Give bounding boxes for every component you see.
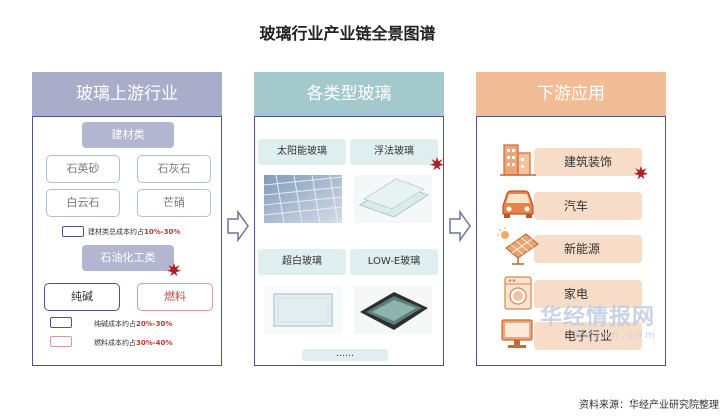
legend-swatch-soda <box>50 317 72 328</box>
glass-ultra-clear: 超白玻璃 <box>258 249 346 275</box>
fuel-cost-text: 燃料成本约占 <box>94 339 136 347</box>
glass-types-header: 各类型玻璃 <box>254 72 444 116</box>
glass-types-panel <box>254 116 444 366</box>
building-icon <box>500 144 536 176</box>
car-icon <box>502 190 534 218</box>
source-note: 资料来源：华经产业研究院整理 <box>579 400 719 411</box>
material-quartz-sand: 石英砂 <box>46 155 120 183</box>
glass-more: …… <box>302 349 388 361</box>
solar-glass-image <box>264 175 342 223</box>
building-cost-text: 建材类总成本约占 <box>88 228 144 236</box>
glass-solar: 太阳能玻璃 <box>258 139 346 165</box>
watermark-logo: 华经情报网 <box>540 305 656 330</box>
low-e-glass-image <box>354 286 432 334</box>
watermark-url: huaon.com <box>575 330 658 341</box>
soda-cost-note: 纯碱成本约占20%-30% <box>94 319 172 329</box>
material-limestone: 石灰石 <box>137 155 211 183</box>
application-building-decoration: 建筑装饰 <box>534 148 642 176</box>
starburst-icon <box>167 263 181 277</box>
computer-icon <box>501 319 533 348</box>
application-electronics: 电子行业 <box>534 322 642 350</box>
upstream-header: 玻璃上游行业 <box>32 72 222 116</box>
upstream-panel <box>32 116 222 366</box>
downstream-header: 下游应用 <box>476 72 666 116</box>
building-cost-pct: 10%-30% <box>144 228 181 236</box>
material-dolomite: 白云石 <box>46 189 120 217</box>
legend-swatch-fuel <box>50 336 72 347</box>
arrow-right-icon <box>227 210 249 242</box>
arrow-right-icon <box>449 210 471 242</box>
soda-cost-pct: 20%-30% <box>136 320 173 328</box>
solar-panel-icon <box>497 227 539 265</box>
application-automobile: 汽车 <box>534 192 642 220</box>
downstream-panel <box>476 116 666 366</box>
material-soda-ash: 纯碱 <box>44 283 120 311</box>
float-glass-image <box>354 175 432 223</box>
page-title: 玻璃行业产业链全景图谱 <box>259 24 436 43</box>
starburst-icon <box>634 166 648 180</box>
material-fuel: 燃料 <box>137 283 213 311</box>
application-new-energy: 新能源 <box>534 235 642 263</box>
fuel-cost-pct: 30%-40% <box>136 339 173 347</box>
starburst-icon <box>430 157 444 171</box>
petrochemical-label: 石油化工类 <box>82 245 174 271</box>
building-materials-label: 建材类 <box>82 122 174 148</box>
washing-machine-icon <box>504 276 532 310</box>
material-mirabilite: 芒硝 <box>137 189 211 217</box>
fuel-cost-note: 燃料成本约占30%-40% <box>94 338 172 348</box>
glass-low-e: LOW-E玻璃 <box>350 249 438 275</box>
glass-float: 浮法玻璃 <box>350 139 438 165</box>
legend-swatch-building <box>62 226 84 237</box>
ultra-clear-glass-image <box>264 286 342 334</box>
building-cost-note: 建材类总成本约占10%-30% <box>88 227 180 237</box>
application-home-appliance: 家电 <box>534 280 642 308</box>
soda-cost-text: 纯碱成本约占 <box>94 320 136 328</box>
